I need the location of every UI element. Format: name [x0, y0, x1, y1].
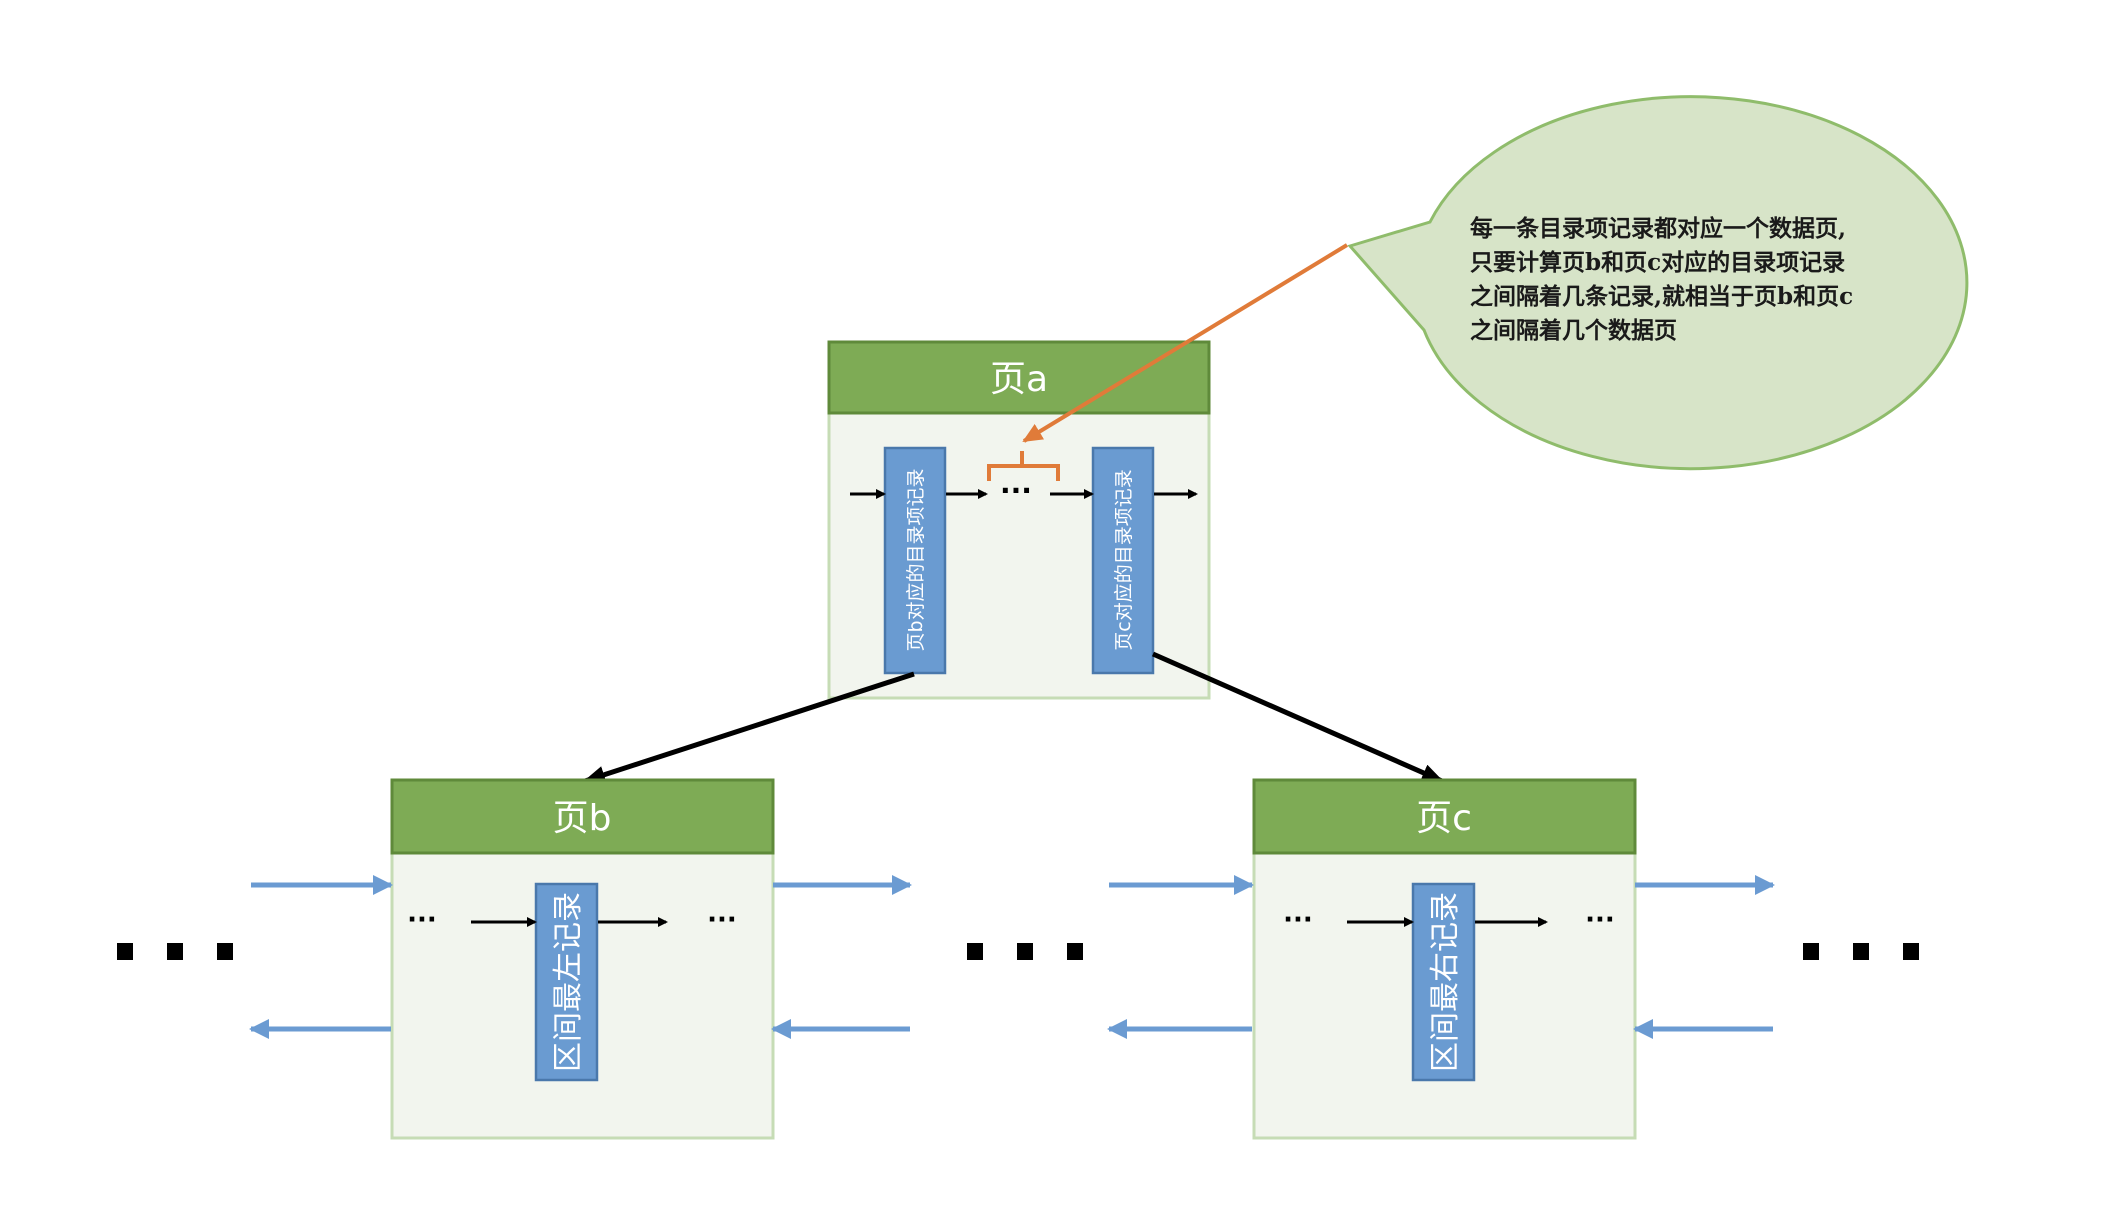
edge-a-to-c: [1151, 651, 1444, 784]
record-page-b-entry-label: 页b对应的目录项记录: [905, 468, 927, 651]
page-b-title: 页b: [553, 798, 612, 839]
page-c-header: [1252, 778, 1637, 855]
ellipsis-middle: [967, 943, 1083, 960]
ellipsis-right: [1803, 943, 1919, 960]
page-a-ellipsis: ···: [1000, 474, 1032, 507]
ellipsis-dot: [1903, 943, 1919, 960]
ellipsis-dot: [217, 943, 233, 960]
annotation-brace: [987, 451, 1060, 481]
callout-line-4: 之间隔着几个数据页: [1470, 317, 1677, 344]
page-c: 页c 区间最右记录 ··· ···: [1252, 778, 1637, 1140]
record-page-c-entry: [1091, 446, 1155, 675]
page-b-ellipsis-left: ···: [407, 905, 437, 935]
record-leftmost-label: 区间最左记录: [551, 892, 586, 1072]
page-a-header: [827, 340, 1211, 415]
page-c-title: 页c: [1416, 798, 1472, 839]
callout-bubble: 每一条目录项记录都对应一个数据页, 只要计算页b和页c对应的目录项记录 之间隔着…: [1347, 95, 1969, 471]
page-a: 页a 页b对应的目录项记录 页c对应的目录项记录 ···: [827, 340, 1211, 700]
record-page-c-entry-label: 页c对应的目录项记录: [1113, 469, 1135, 650]
ellipsis-dot: [1017, 943, 1033, 960]
record-rightmost: [1411, 882, 1476, 1082]
page-b: 页b 区间最左记录 ··· ···: [390, 778, 775, 1140]
page-c-ellipsis-right: ···: [1585, 905, 1615, 935]
ellipsis-dot: [1067, 943, 1083, 960]
ellipsis-dot: [167, 943, 183, 960]
callout-line-1: 每一条目录项记录都对应一个数据页,: [1470, 215, 1846, 242]
ellipsis-dot: [1853, 943, 1869, 960]
callout-line-3: 之间隔着几条记录,就相当于页b和页c: [1470, 283, 1853, 310]
ellipsis-dot: [1803, 943, 1819, 960]
annotation-pointer: [1022, 243, 1349, 443]
page-b-header: [390, 778, 775, 855]
record-leftmost: [534, 882, 599, 1082]
ellipsis-dot: [967, 943, 983, 960]
record-rightmost-label: 区间最右记录: [1428, 892, 1463, 1072]
page-a-title: 页a: [990, 359, 1048, 400]
callout-line-2: 只要计算页b和页c对应的目录项记录: [1470, 249, 1845, 276]
page-b-ellipsis-right: ···: [707, 905, 737, 935]
callout-shape: [1347, 95, 1969, 471]
page-links: [249, 875, 1775, 1039]
ellipsis-left: [117, 943, 233, 960]
ellipsis-dot: [117, 943, 133, 960]
record-page-b-entry: [883, 446, 947, 675]
page-c-ellipsis-left: ···: [1283, 905, 1313, 935]
edge-a-to-b: [583, 671, 915, 784]
